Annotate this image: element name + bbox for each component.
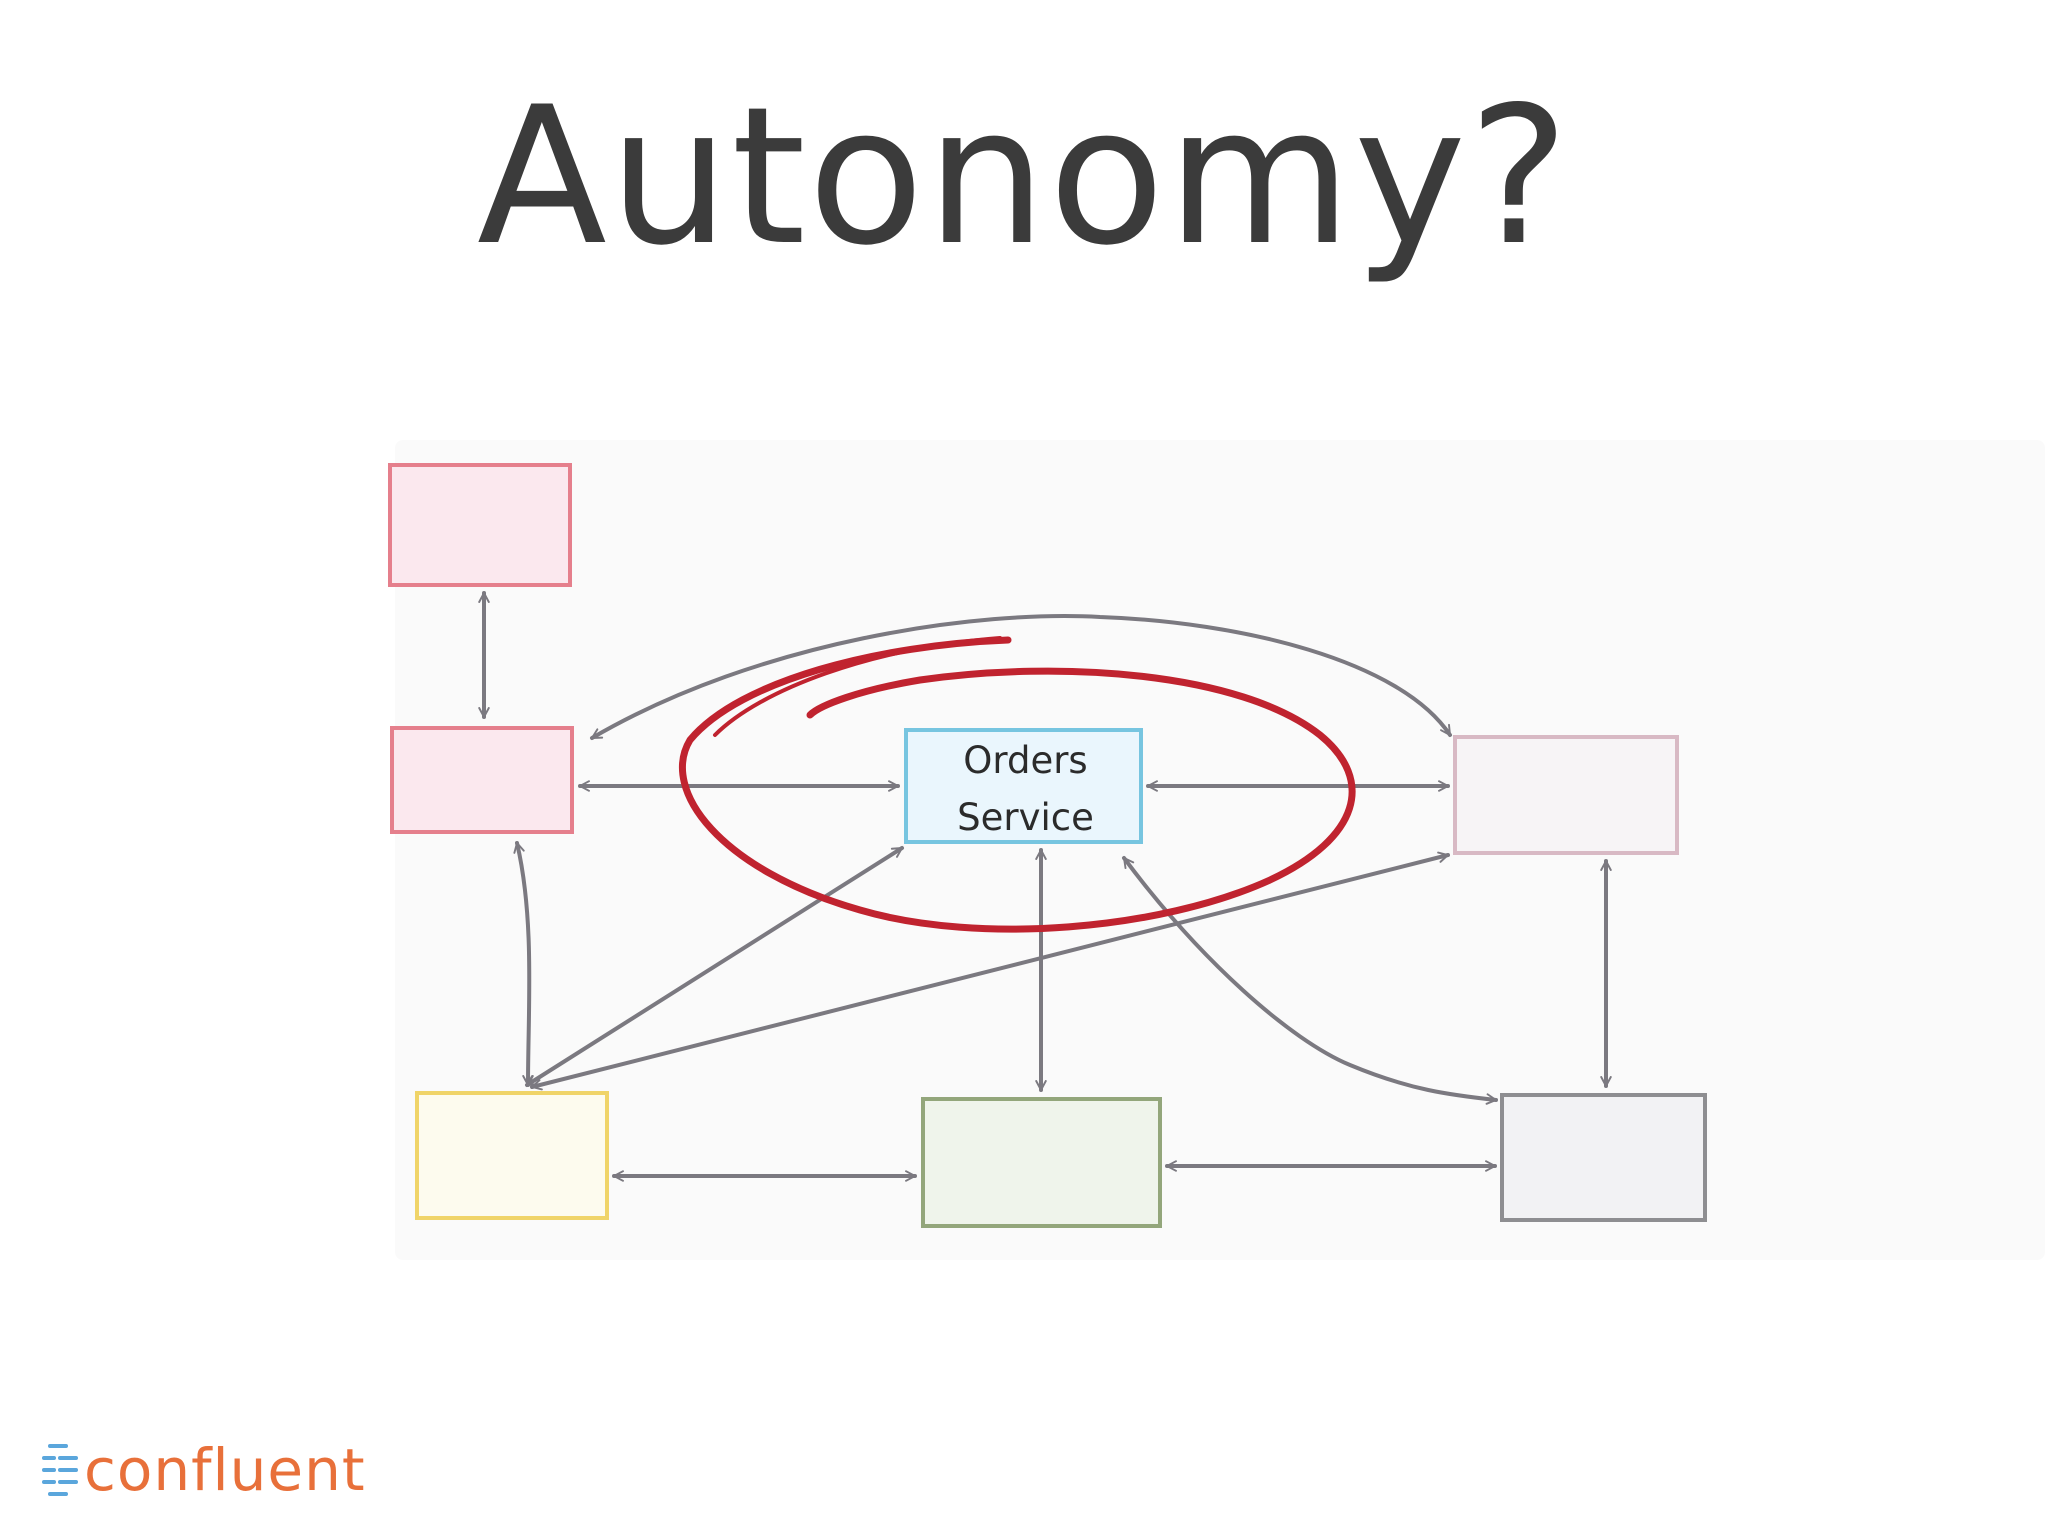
box-gray (1500, 1093, 1707, 1222)
box-yellow (415, 1091, 609, 1220)
page-title: Autonomy? (476, 66, 1572, 287)
box-pink-middle (390, 726, 574, 834)
orders-service-label-line1: Orders (963, 739, 1088, 782)
orders-service-label-line2: Service (957, 796, 1094, 839)
arrow-pink-to-yellow (513, 841, 534, 1087)
confluent-logo-icon (42, 1444, 78, 1496)
box-mauve-right (1453, 735, 1679, 855)
arrow-orders-to-yellow (525, 846, 904, 1087)
box-pink-top (388, 463, 572, 587)
confluent-logo-text: confluent (84, 1436, 366, 1504)
box-green (921, 1097, 1162, 1228)
arrow-orders-to-gray (1122, 856, 1498, 1105)
orders-service-label: Orders Service (908, 732, 1143, 846)
confluent-logo: confluent (40, 1430, 400, 1510)
box-orders-service (904, 728, 1143, 844)
arrow-pink-to-mauve-arc (590, 614, 1452, 740)
arrow-mauve-to-yellow (530, 851, 1450, 1091)
highlight-circle (678, 636, 1356, 933)
